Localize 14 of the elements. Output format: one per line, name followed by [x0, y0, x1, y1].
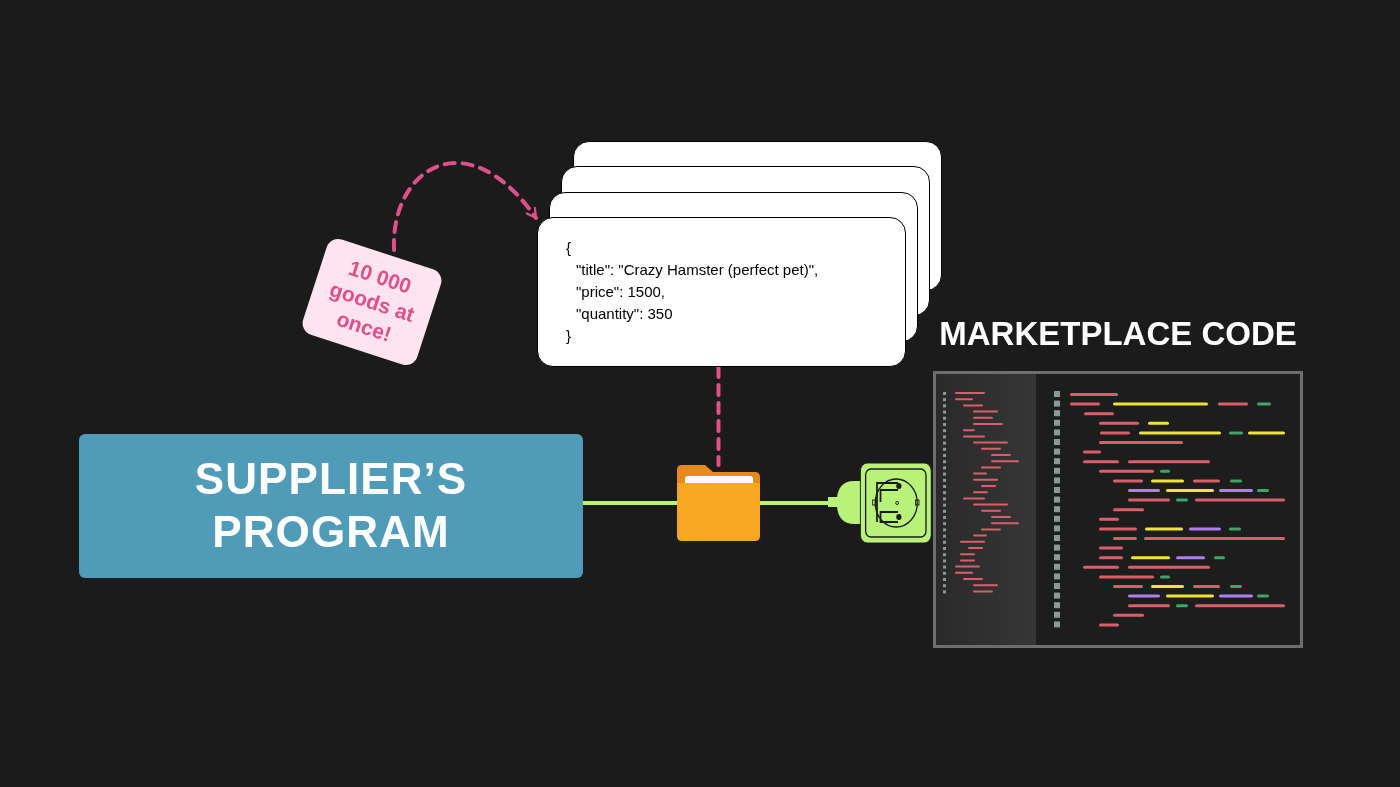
node-text: 10 000 goods at once! — [326, 254, 419, 348]
node-text: MARKETPLACE CODE — [939, 314, 1297, 354]
plug-socket-icon — [828, 462, 933, 544]
node-text: "quantity": 350 — [575, 304, 674, 324]
node-text: "price": 1500, — [575, 282, 667, 302]
dashed-arrow — [392, 161, 538, 252]
program-box — [79, 434, 583, 578]
node-text: } — [566, 326, 572, 346]
node-text: "title": "Crazy Hamster (perfect pet)", — [575, 260, 820, 280]
node-text: { — [566, 238, 572, 258]
folder-icon — [677, 465, 760, 541]
json-card — [537, 217, 906, 367]
connector-line — [581, 501, 679, 505]
node-text: SUPPLIER’S PROGRAM — [193, 453, 469, 558]
